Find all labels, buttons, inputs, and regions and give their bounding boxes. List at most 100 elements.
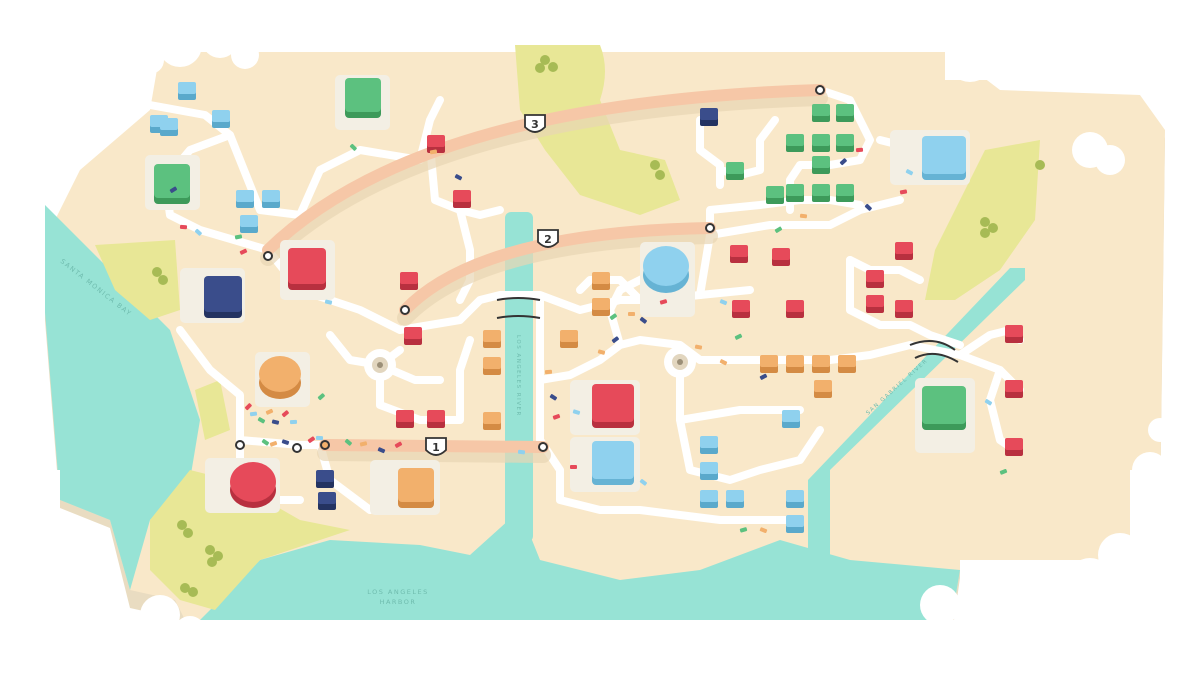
house-orange xyxy=(760,355,778,373)
house-red xyxy=(1005,380,1023,398)
car xyxy=(454,174,463,181)
destinations[interactable] xyxy=(145,75,975,515)
car xyxy=(855,147,864,153)
car xyxy=(281,439,290,445)
house-red xyxy=(866,270,884,288)
destination-red-2 xyxy=(570,380,640,435)
house-blue xyxy=(160,118,178,136)
highway-3 xyxy=(262,84,826,256)
car xyxy=(719,299,728,306)
house-orange xyxy=(483,357,501,375)
house-orange xyxy=(592,298,610,316)
car xyxy=(249,411,258,417)
car xyxy=(239,248,248,255)
house-red xyxy=(786,300,804,318)
car xyxy=(719,359,728,366)
car xyxy=(999,468,1008,475)
house-green xyxy=(766,186,784,204)
car xyxy=(739,527,748,533)
house-orange xyxy=(483,330,501,348)
car xyxy=(759,373,768,380)
park-left xyxy=(95,240,180,320)
car xyxy=(609,313,618,320)
car xyxy=(517,449,526,455)
car xyxy=(271,419,280,425)
park-bottom-left xyxy=(150,470,350,610)
car xyxy=(864,203,872,211)
label-harbor-1: LOS ANGELES xyxy=(367,588,429,596)
car xyxy=(549,394,558,401)
destination-red-1 xyxy=(280,240,335,300)
trees xyxy=(152,55,1045,597)
santa-monica-bay xyxy=(40,200,200,590)
houses xyxy=(150,82,1023,533)
car xyxy=(315,435,324,441)
highway-2-shadow xyxy=(397,228,718,326)
house-red xyxy=(772,248,790,266)
destination-green-1 xyxy=(335,75,390,130)
highway-shield-3: 3 xyxy=(524,114,546,133)
house-orange xyxy=(812,355,830,373)
car xyxy=(349,143,357,151)
roundabouts xyxy=(364,346,696,381)
house-navy xyxy=(316,470,334,488)
house-blue xyxy=(240,215,258,233)
car xyxy=(659,299,668,305)
car xyxy=(257,417,266,424)
highway-3-shadow xyxy=(260,90,828,266)
car xyxy=(839,158,847,166)
highway-shield-2: 2 xyxy=(537,229,559,248)
car xyxy=(324,299,333,305)
destination-green-3 xyxy=(915,378,975,453)
car xyxy=(261,439,270,446)
house-green xyxy=(812,184,830,202)
house-red xyxy=(1005,438,1023,456)
house-red xyxy=(895,300,913,318)
house-red xyxy=(404,327,422,345)
house-blue xyxy=(236,190,254,208)
car xyxy=(289,419,298,425)
highway-2 xyxy=(399,222,716,316)
house-orange xyxy=(592,272,610,290)
house-navy xyxy=(700,108,718,126)
house-red xyxy=(1005,325,1023,343)
park-small xyxy=(195,380,230,440)
highway-endpoints[interactable] xyxy=(235,85,825,453)
car xyxy=(281,410,289,418)
house-blue xyxy=(178,82,196,100)
car xyxy=(774,226,783,233)
destination-blue-1 xyxy=(570,437,640,492)
house-green xyxy=(836,134,854,152)
house-red xyxy=(895,242,913,260)
house-blue xyxy=(700,462,718,480)
house-blue xyxy=(726,490,744,508)
car xyxy=(179,224,188,230)
car xyxy=(694,344,703,350)
car xyxy=(265,408,274,415)
car xyxy=(905,169,914,176)
car xyxy=(639,316,647,324)
car xyxy=(194,228,202,236)
house-orange xyxy=(483,412,501,430)
house-green xyxy=(812,134,830,152)
house-blue xyxy=(262,190,280,208)
car xyxy=(570,465,577,469)
car xyxy=(572,409,581,415)
svg-text:3: 3 xyxy=(531,118,539,131)
car xyxy=(307,436,316,443)
car xyxy=(234,234,243,240)
house-red xyxy=(732,300,750,318)
car xyxy=(359,441,368,447)
house-blue xyxy=(786,515,804,533)
house-red xyxy=(866,295,884,313)
destination-blue-tank xyxy=(640,242,695,317)
house-green xyxy=(786,134,804,152)
car xyxy=(394,441,403,448)
car xyxy=(544,369,553,375)
car xyxy=(611,336,619,344)
house-red xyxy=(730,245,748,263)
car xyxy=(344,438,352,446)
car xyxy=(627,311,636,317)
